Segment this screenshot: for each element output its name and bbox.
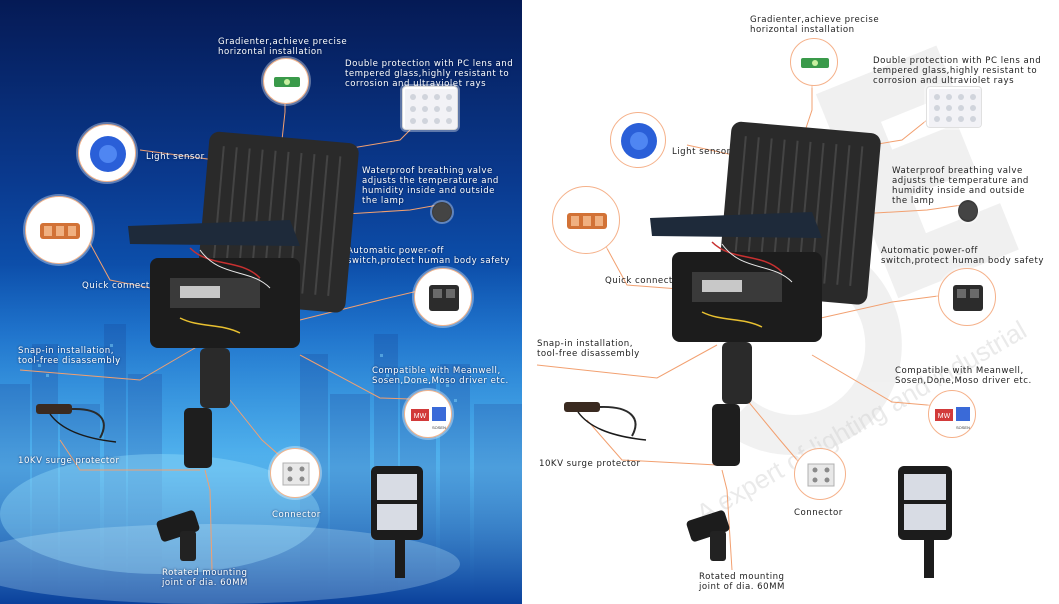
snap-in-label: Snap-in installation, tool-free disassem… [537, 339, 640, 359]
light-sensor-label: Light sensor [146, 152, 205, 162]
poweroff-switch-bubble [414, 268, 472, 326]
sosen-logo: SOSEN [432, 425, 446, 430]
connector-label: Connector [794, 508, 843, 518]
terminal-block-icon [807, 463, 835, 487]
light-sensor-bubble [610, 112, 666, 168]
left-product-panel: Gradienter,achieve precise horizontal in… [0, 0, 522, 604]
street-lamp-icon [898, 466, 952, 578]
surge-protector-label: 10KV surge protector [539, 459, 641, 469]
gradienter-label: Gradienter,achieve precise horizontal in… [218, 37, 348, 57]
photocell-sensor-icon [90, 136, 126, 172]
wago-connector-icon [567, 213, 607, 229]
meanwell-logo: MW [414, 413, 427, 420]
power-switch-icon [429, 285, 459, 311]
driver-logo-icon: MW SOSEN [411, 407, 446, 430]
wago-connector-icon [40, 223, 80, 239]
power-switch-icon [953, 285, 983, 311]
led-lens-icon [929, 89, 981, 127]
quick-connector-label: Quick connector [605, 276, 683, 286]
mounting-joint-icon [686, 510, 730, 561]
pc-lens-bubble [926, 86, 982, 128]
quick-connector-label: Quick connector [82, 281, 160, 291]
connector-label: Connector [272, 510, 321, 520]
breathing-valve-icon [433, 203, 451, 221]
gradienter-bubble [790, 38, 838, 86]
light-sensor-bubble [78, 124, 136, 182]
rotated-mount-label: Rotated mounting joint of dia. 60MM [162, 568, 248, 588]
double-protection-label: Double protection with PC lens and tempe… [345, 59, 514, 89]
driver-brands-bubble: MW SOSEN [928, 390, 976, 438]
spirit-level-icon [274, 77, 300, 87]
driver-logo-icon: MW SOSEN [935, 407, 970, 430]
breathing-valve-icon [959, 202, 977, 220]
rotated-mount-label: Rotated mounting joint of dia. 60MM [699, 572, 785, 592]
sosen-logo: SOSEN [956, 425, 970, 430]
gradienter-label: Gradienter,achieve precise horizontal in… [750, 15, 880, 35]
light-sensor-label: Light sensor [672, 147, 731, 157]
waterproof-valve-label: Waterproof breathing valve adjusts the t… [362, 166, 499, 206]
led-lens-icon [405, 89, 457, 129]
exploded-lamp-body [128, 131, 359, 468]
driver-brands-bubble: MW SOSEN [404, 390, 452, 438]
spirit-level-icon [801, 58, 829, 68]
pc-lens-bubble [402, 86, 458, 130]
connector-bubble [270, 448, 320, 498]
terminal-block-icon [282, 462, 310, 486]
valve-part [432, 202, 452, 222]
quick-connector-bubble [552, 186, 620, 254]
surge-protector-label: 10KV surge protector [18, 456, 120, 466]
quick-connector-bubble [25, 196, 93, 264]
waterproof-valve-label: Waterproof breathing valve adjusts the t… [892, 166, 1029, 206]
compatible-drivers-label: Compatible with Meanwell, Sosen,Done,Mos… [372, 366, 509, 386]
right-product-panel: A expert of lighting and industrial Grad… [522, 0, 1059, 604]
auto-poweroff-label: Automatic power-off switch,protect human… [347, 246, 510, 266]
valve-part [958, 200, 978, 222]
auto-poweroff-label: Automatic power-off switch,protect human… [881, 246, 1044, 266]
gradienter-bubble [263, 58, 309, 104]
surge-protector-icon [36, 404, 117, 443]
meanwell-logo: MW [938, 413, 951, 420]
double-protection-label: Double protection with PC lens and tempe… [873, 56, 1042, 86]
street-lamp-icon [371, 466, 423, 578]
snap-in-label: Snap-in installation, tool-free disassem… [18, 346, 121, 366]
connector-bubble [794, 448, 846, 500]
exploded-lamp-body [650, 121, 881, 466]
surge-protector-icon [564, 402, 647, 441]
poweroff-switch-bubble [938, 268, 996, 326]
photocell-sensor-icon [621, 123, 657, 159]
compatible-drivers-label: Compatible with Meanwell, Sosen,Done,Mos… [895, 366, 1032, 386]
mounting-joint-icon [156, 510, 200, 561]
